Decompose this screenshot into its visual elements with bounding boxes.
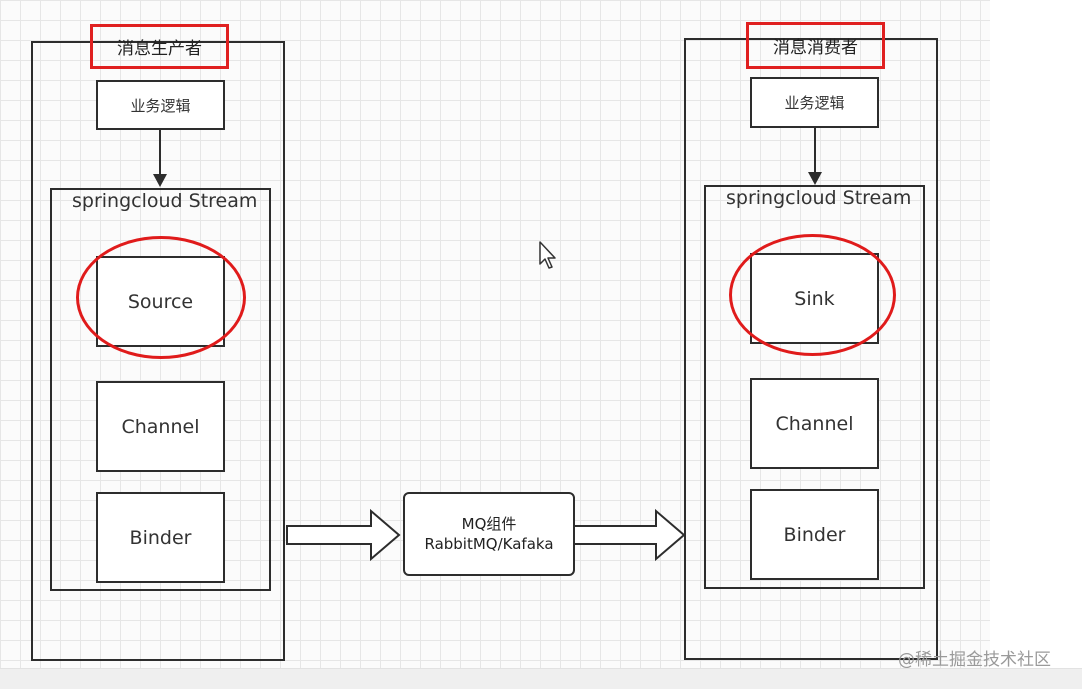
consumer-title: 消息消费者: [746, 22, 885, 69]
producer-stream-container: [50, 188, 271, 591]
consumer-binder-box: Binder: [750, 489, 879, 580]
producer-logic-arrow: [153, 130, 167, 187]
sink-highlight-ellipse: [729, 234, 896, 356]
mq-to-consumer-arrow: [573, 508, 686, 562]
mq-component-label: MQ组件: [461, 514, 517, 533]
producer-title: 消息生产者: [90, 24, 229, 69]
consumer-stream-label: springcloud Stream: [726, 187, 912, 209]
mq-component-box: MQ组件 RabbitMQ/Kafaka: [403, 492, 575, 576]
producer-binder-box: Binder: [96, 492, 225, 583]
source-highlight-ellipse: [76, 236, 246, 359]
watermark: @稀土掘金技术社区: [898, 650, 1051, 670]
mouse-cursor-icon: [539, 241, 556, 269]
consumer-stream-container: [704, 185, 925, 589]
bottom-bar: [0, 668, 1082, 689]
producer-business-logic-box: 业务逻辑: [96, 80, 225, 130]
producer-to-mq-arrow: [286, 508, 401, 562]
diagram-canvas: 消息生产者 业务逻辑 springcloud Stream Source Cha…: [0, 0, 990, 668]
producer-channel-box: Channel: [96, 381, 225, 472]
producer-container: [31, 41, 285, 661]
consumer-channel-box: Channel: [750, 378, 879, 469]
consumer-logic-arrow: [808, 128, 822, 185]
mq-broker-names: RabbitMQ/Kafaka: [424, 535, 554, 553]
producer-stream-label: springcloud Stream: [72, 190, 258, 212]
consumer-business-logic-box: 业务逻辑: [750, 77, 879, 128]
consumer-container: [684, 38, 938, 660]
